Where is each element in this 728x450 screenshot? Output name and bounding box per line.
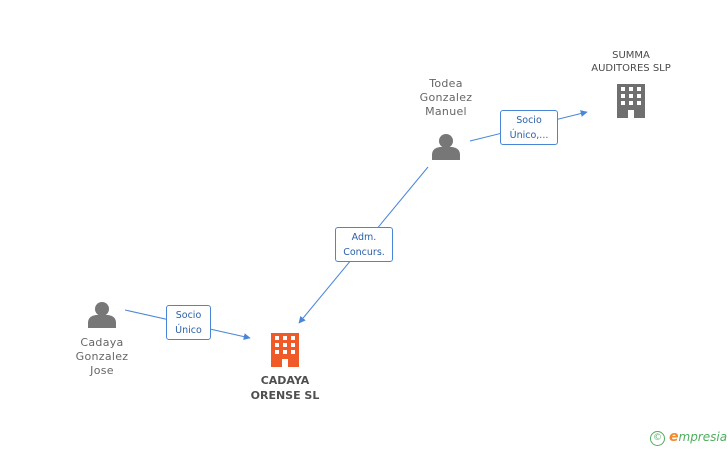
label-line: Manuel (425, 105, 467, 118)
label-line: Gonzalez (75, 350, 129, 363)
edge-label-line: Socio (516, 115, 542, 126)
person-label-cadaya-jose[interactable]: Cadaya Gonzalez Jose (60, 336, 144, 378)
copyright-icon: © (650, 431, 665, 446)
edge-label-socio-unico-orense[interactable]: Socio Único (166, 305, 211, 340)
edge-label-line: Único (175, 325, 202, 336)
person-label-todea[interactable]: Todea Gonzalez Manuel (404, 77, 488, 119)
building-icon[interactable] (271, 333, 299, 367)
label-line: SUMMA (612, 50, 650, 61)
empresia-logo: © empresia (650, 429, 727, 446)
edge-label-line: Único,... (509, 130, 549, 141)
company-label-cadaya-orense[interactable]: CADAYA ORENSE SL (235, 373, 335, 403)
label-line: Gonzalez (419, 91, 473, 104)
person-icon[interactable] (88, 302, 116, 328)
edge-label-line: Socio (175, 310, 202, 321)
brand-name-rest: mpresia (678, 430, 728, 444)
edge-label-line: Concurs. (343, 247, 385, 258)
label-line: AUDITORES SLP (591, 63, 671, 74)
edge-label-line: Adm. (351, 232, 377, 243)
edge-label-adm-concurs[interactable]: Adm. Concurs. (335, 227, 393, 262)
label-line: Cadaya (80, 336, 124, 349)
label-line: Todea (429, 77, 463, 90)
edge-label-socio-unico-summa[interactable]: Socio Único,... (500, 110, 558, 145)
company-label-summa[interactable]: SUMMA AUDITORES SLP (576, 49, 686, 75)
building-icon[interactable] (617, 84, 645, 118)
label-line: ORENSE SL (250, 389, 320, 402)
label-line: CADAYA (260, 374, 310, 387)
person-icon[interactable] (432, 134, 460, 160)
brand-e-letter: e (669, 429, 679, 445)
label-line: Jose (90, 364, 114, 377)
